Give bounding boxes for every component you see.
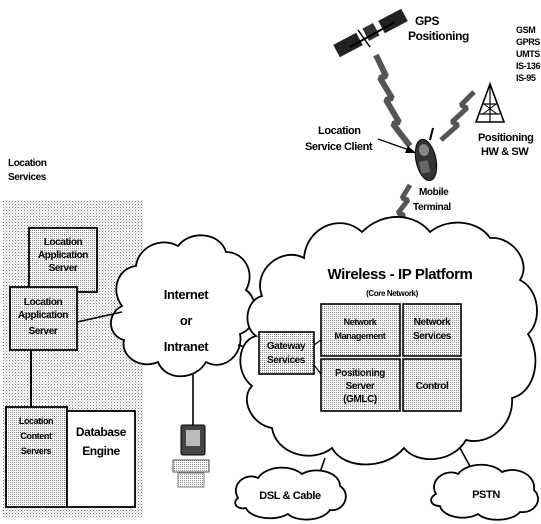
radio-tower-icon [474, 81, 506, 123]
network-services-box [402, 303, 462, 357]
core-network-subtitle: (Core Network) [366, 289, 418, 298]
positioning-server-line1: Positioning [335, 368, 385, 379]
dsl-cable-cloud [234, 466, 347, 521]
lcs-line3: Servers [21, 446, 52, 456]
positioning-hw-label-line2: HW & SW [481, 146, 529, 158]
database-engine-line1: Database [76, 425, 127, 439]
control-box [402, 358, 462, 412]
location-services-label-line2: Services [8, 172, 47, 183]
las-back-line1: Location [44, 237, 83, 248]
positioning-server-line2: Server [346, 381, 375, 392]
las-back-line3: Server [49, 263, 78, 274]
gateway-positioning-link [313, 364, 322, 375]
client-arrow-line [377, 138, 413, 152]
positioning-server-box [320, 358, 401, 412]
radio-gprs-label: GPRS [516, 37, 540, 47]
gateway-services-line1: Gateway [267, 341, 306, 352]
mobile-terminal-line1: Mobile [419, 187, 449, 198]
location-service-client-line1: Location [318, 125, 361, 137]
las-front-line3: Server [29, 326, 58, 337]
dsl-cable-label: DSL & Cable [259, 490, 321, 502]
database-engine-line2: Engine [82, 444, 120, 458]
database-engine-box [66, 410, 136, 508]
mobile-terminal-line2: Terminal [413, 202, 451, 213]
network-services-line2: Services [413, 331, 452, 342]
lcs-line1: Location [19, 416, 53, 426]
radio-is136-label: IS-136 [516, 61, 541, 71]
internet-line2: or [180, 313, 193, 328]
las-front-line1: Location [24, 297, 63, 308]
tower-link-lightning [439, 90, 476, 142]
network-management-box [320, 303, 401, 357]
positioning-hw-label-line1: Positioning [478, 132, 533, 144]
mobile-phone-icon [414, 127, 438, 182]
gateway-netmgmt-link [313, 339, 322, 346]
wireless-ip-platform-title: Wireless - IP Platform [327, 266, 472, 283]
network-services-line1: Network [414, 317, 451, 328]
control-label: Control [416, 381, 449, 392]
gps-label-line1: GPS [415, 14, 440, 28]
las-internet-link [76, 311, 123, 323]
radio-is95-label: IS-95 [516, 73, 536, 83]
satellite-icon [333, 8, 408, 58]
internet-line3: Intranet [164, 339, 210, 354]
gateway-services-box [258, 331, 315, 375]
las-back-line2: Application [38, 250, 88, 261]
pstn-label: PSTN [472, 489, 500, 501]
gps-link-lightning [373, 53, 413, 148]
internet-line1: Internet [164, 287, 210, 302]
radio-umts-label: UMTS [516, 49, 540, 59]
pstn-cloud [430, 463, 539, 521]
location-content-servers [5, 406, 68, 508]
lcs-line2: Content [20, 431, 52, 441]
radio-gsm-label: GSM [516, 25, 535, 35]
client-arrow-head [405, 146, 416, 153]
computer-icon [172, 424, 210, 488]
location-application-server-front [9, 286, 78, 351]
network-management-line1: Network [344, 317, 378, 327]
positioning-server-line3: (GMLC) [343, 394, 377, 405]
gps-label-line2: Positioning [408, 29, 469, 43]
gateway-services-line2: Services [267, 355, 306, 366]
las-front-line2: Application [18, 310, 68, 321]
network-management-line2: Management [334, 331, 385, 341]
location-service-client-line2: Service Client [305, 141, 373, 153]
location-services-label-line1: Location [8, 158, 47, 169]
